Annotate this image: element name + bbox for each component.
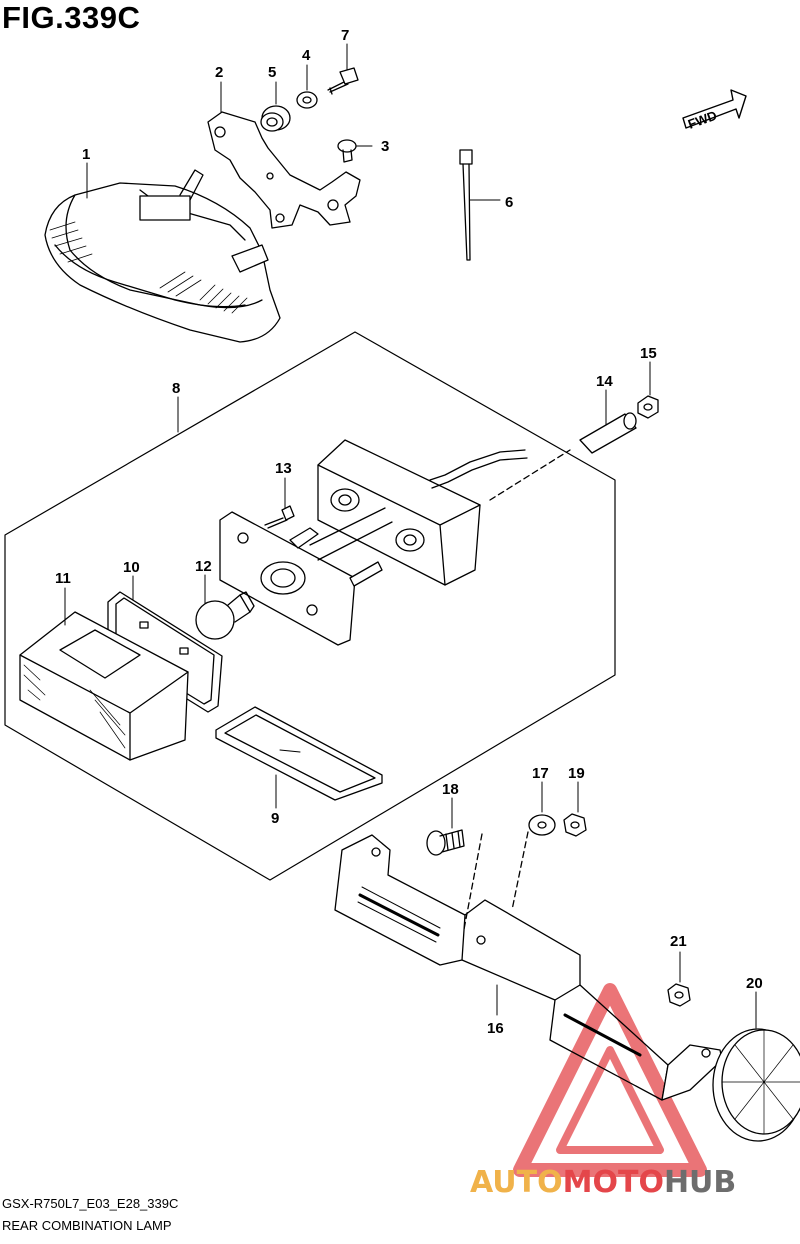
nut-21-drawing [667,983,691,1007]
callout-6: 6 [505,194,513,211]
assembly-8-outline [4,331,616,881]
washer-drawing [296,91,318,109]
callout-18: 18 [442,781,459,798]
callout-1: 1 [82,146,90,163]
screw-3-drawing [337,139,357,163]
bolt-18-drawing [426,829,483,941]
fwd-arrow-icon: FWD [682,89,747,132]
figure-name: REAR COMBINATION LAMP [2,1218,172,1233]
watermark-text-hub: HUB [664,1165,736,1200]
callout-19: 19 [568,765,585,782]
callout-9: 9 [271,810,279,827]
callout-2: 2 [215,64,223,81]
socket-plate-drawing [219,507,393,646]
fwd-label: FWD [686,108,719,132]
watermark-logo [513,983,707,1177]
callout-20: 20 [746,975,763,992]
watermark-text: AUTOMOTOHUB [470,1165,736,1200]
grommet-drawing [260,105,291,132]
bulb-drawing [195,591,255,640]
callout-10: 10 [123,559,140,576]
callout-12: 12 [195,558,212,575]
screw-13-drawing [264,505,295,529]
figure-model-code: GSX-R750L7_E03_E28_339C [2,1196,179,1211]
watermark-text-auto: AUTO [470,1165,563,1200]
collar-drawing [579,412,637,454]
callout-3: 3 [381,138,389,155]
callout-13: 13 [275,460,292,477]
callout-16: 16 [487,1020,504,1037]
callout-7: 7 [341,27,349,44]
lamp-bracket-drawing [207,111,361,229]
watermark-text-moto: MOTO [563,1165,664,1200]
reflector-drawing [712,1028,800,1142]
callout-17: 17 [532,765,549,782]
nut-19-drawing [563,813,587,837]
callout-21: 21 [670,933,687,950]
nut-15-drawing [637,395,659,419]
callout-4: 4 [302,47,311,64]
screw-7-drawing [327,67,359,95]
license-lamp-housing-drawing [317,439,571,586]
callout-14: 14 [596,373,613,390]
tail-lamp-assembly-drawing [44,169,281,343]
reflector-bracket-drawing [334,834,723,1101]
lamp-lens-drawing [19,611,189,761]
callout-11: 11 [55,570,71,587]
cable-tie-drawing [459,149,473,261]
callout-5: 5 [268,64,276,81]
callout-8: 8 [172,380,180,397]
washer-17-drawing [511,814,556,911]
lens-plate-drawing [215,706,383,801]
callout-15: 15 [640,345,657,362]
figure-title: FIG.339C [2,0,141,35]
